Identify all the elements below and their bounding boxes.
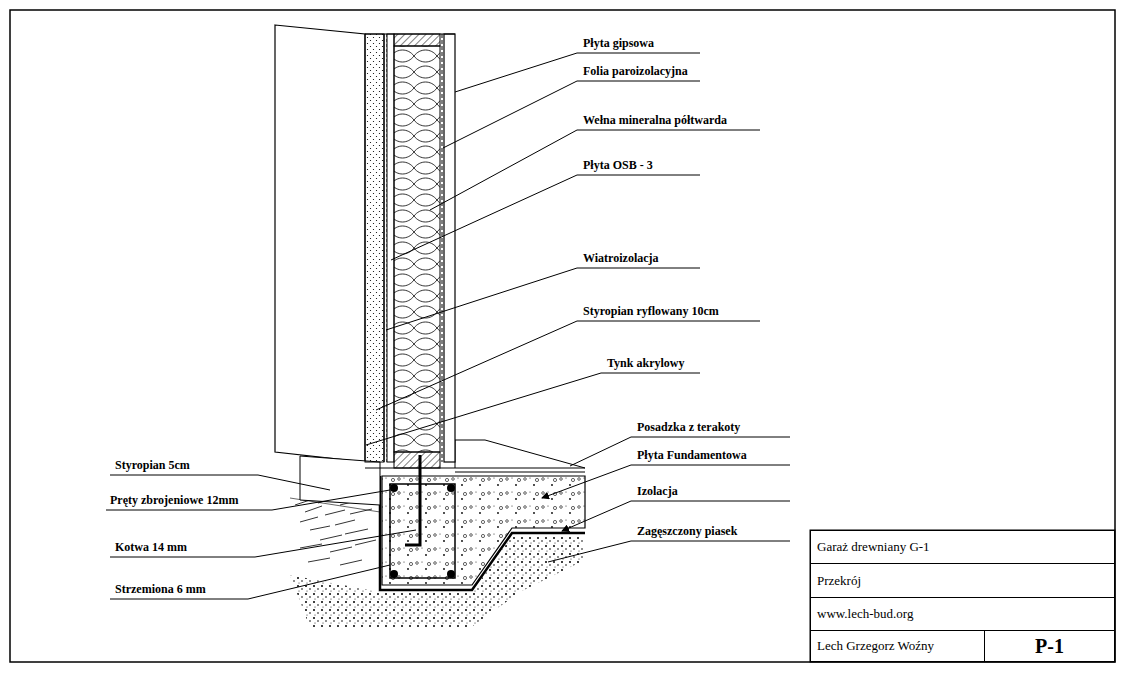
part-label: Wiatroizolacja xyxy=(583,251,659,265)
part-label: Zagęszczony piasek xyxy=(637,524,737,538)
part-label: Styropian ryflowany 10cm xyxy=(583,304,719,318)
part-label: Płyta Fundamentowa xyxy=(637,448,747,462)
title-block-cell: www.lech-bud.org xyxy=(810,597,1115,631)
title-block-cell: Przekrój xyxy=(810,563,1115,598)
part-label: Kotwa 14 mm xyxy=(115,540,187,554)
title-text: Przekrój xyxy=(817,573,861,589)
part-label: Wełna mineralna półtwarda xyxy=(583,113,727,127)
title-text: Garaż drewniany G-1 xyxy=(817,539,930,555)
part-label: Folia paroizolacyjna xyxy=(583,64,688,78)
title-text: www.lech-bud.org xyxy=(817,606,913,622)
part-label: Pręty zbrojeniowe 12mm xyxy=(110,493,238,507)
part-label: Posadzka z terakoty xyxy=(637,420,740,434)
part-label: Płyta OSB - 3 xyxy=(583,158,653,172)
title-block-cell: P-1 xyxy=(984,630,1115,662)
part-label: Izolacja xyxy=(637,484,678,498)
part-label: Strzemiona 6 mm xyxy=(115,582,206,596)
part-label: Styropian 5cm xyxy=(115,458,190,472)
part-label: Tynk akrylowy xyxy=(607,356,684,370)
part-label: Płyta gipsowa xyxy=(583,36,654,50)
title-block-cell: Garaż drewniany G-1 xyxy=(810,530,1115,564)
title-text: P-1 xyxy=(1035,635,1064,658)
title-block-cell: Lech Grzegorz Woźny xyxy=(810,630,985,662)
title-text: Lech Grzegorz Woźny xyxy=(817,638,934,654)
